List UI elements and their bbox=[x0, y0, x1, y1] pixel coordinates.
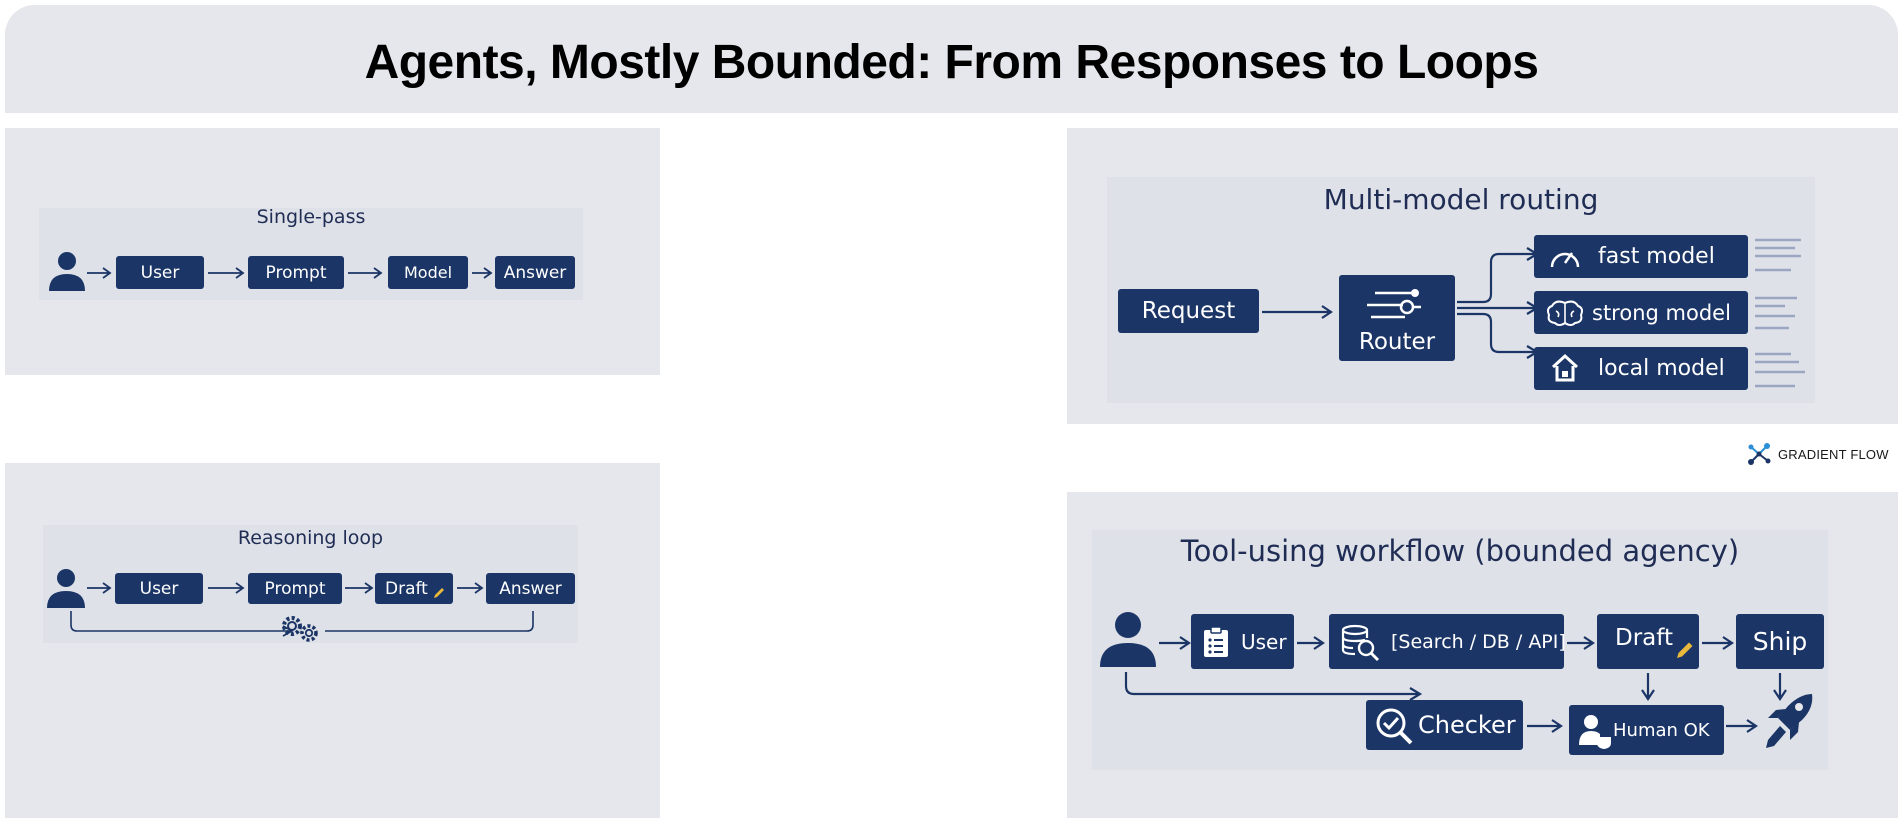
checker-label: Checker bbox=[1418, 711, 1516, 739]
local-model-box: local model bbox=[1534, 347, 1748, 390]
person-check-icon bbox=[1579, 715, 1611, 749]
database-search-icon bbox=[1341, 624, 1380, 662]
arrow-icon bbox=[208, 267, 245, 279]
tool-workflow-panel: Tool-using workflow (bounded agency) Use… bbox=[1067, 492, 1898, 818]
user-box: User bbox=[116, 256, 204, 289]
arrow-icon bbox=[1527, 719, 1563, 733]
user-person-icon bbox=[47, 569, 85, 608]
user-label: User bbox=[1241, 629, 1287, 654]
ship-box: Ship bbox=[1736, 614, 1824, 669]
arrow-icon bbox=[345, 582, 374, 594]
gradient-flow-logo-icon bbox=[1748, 443, 1771, 465]
arrow-icon bbox=[348, 267, 383, 279]
prompt-box: Prompt bbox=[248, 256, 344, 289]
tool-workflow-title: Tool-using workflow (bounded agency) bbox=[1180, 534, 1740, 568]
brand-logo: GRADIENT FLOW bbox=[1746, 441, 1889, 467]
rocket-icon bbox=[1766, 694, 1813, 748]
router-icon bbox=[1367, 289, 1421, 319]
router-box: Router bbox=[1339, 275, 1455, 361]
model-box: Model bbox=[388, 256, 468, 289]
local-model-label: local model bbox=[1598, 356, 1725, 381]
request-box: Request bbox=[1118, 289, 1259, 333]
house-icon bbox=[1551, 353, 1579, 382]
gap-center bbox=[660, 113, 1067, 818]
arrow-icon bbox=[1726, 719, 1758, 733]
strong-model-box: strong model bbox=[1534, 291, 1748, 334]
title-band: Agents, Mostly Bounded: From Responses t… bbox=[5, 5, 1898, 113]
arrow-icon bbox=[1159, 636, 1191, 650]
human-ok-label: Human OK bbox=[1613, 719, 1710, 741]
arrow-icon bbox=[457, 582, 484, 594]
search-db-api-box: [Search / DB / API] bbox=[1329, 614, 1566, 669]
arrow-icon bbox=[87, 267, 112, 279]
user-to-checker-line bbox=[1124, 672, 1423, 701]
brain-icon bbox=[1547, 300, 1583, 326]
reasoning-loop-panel: Reasoning loop User Prompt Draft Answer bbox=[5, 463, 660, 818]
routing-panel: Multi-model routing Request Router fast … bbox=[1067, 128, 1898, 424]
draft-label: Draft bbox=[1615, 624, 1673, 651]
speed-lines bbox=[1755, 238, 1805, 388]
answer-box: Answer bbox=[495, 256, 575, 289]
user-box: User bbox=[1191, 614, 1294, 669]
magnifier-check-icon bbox=[1376, 708, 1413, 745]
arrow-icon bbox=[87, 582, 112, 594]
fast-model-box: fast model bbox=[1534, 235, 1748, 278]
brand-name: GRADIENT FLOW bbox=[1778, 446, 1889, 462]
prompt-box: Prompt bbox=[248, 573, 342, 604]
arrow-icon bbox=[472, 267, 493, 279]
arrow-down-icon bbox=[1641, 673, 1655, 701]
user-person-icon bbox=[1100, 612, 1156, 667]
user-person-icon bbox=[49, 252, 85, 291]
answer-box: Answer bbox=[486, 573, 575, 604]
single-pass-title: Single-pass bbox=[256, 206, 366, 228]
human-ok-box: Human OK bbox=[1569, 705, 1724, 755]
arrow-icon bbox=[1567, 636, 1595, 650]
clipboard-icon bbox=[1204, 626, 1228, 657]
gap-right bbox=[1067, 424, 1898, 492]
arrow-icon bbox=[1262, 305, 1333, 319]
draft-box: Draft bbox=[1597, 614, 1699, 669]
draft-box: Draft bbox=[375, 573, 453, 604]
gap-left bbox=[5, 375, 660, 463]
router-label: Router bbox=[1358, 329, 1436, 355]
strong-model-label: strong model bbox=[1592, 300, 1731, 325]
speedometer-icon bbox=[1550, 252, 1580, 268]
reasoning-loop-title: Reasoning loop bbox=[237, 527, 384, 549]
slide-title: Agents, Mostly Bounded: From Responses t… bbox=[364, 36, 1539, 89]
draft-label: Draft bbox=[385, 578, 428, 599]
single-pass-panel: Single-pass User Prompt Model Answer bbox=[5, 128, 660, 375]
routing-title: Multi-model routing bbox=[1323, 183, 1599, 216]
pencil-icon bbox=[1677, 642, 1693, 658]
pencil-icon bbox=[433, 587, 444, 598]
arrow-icon bbox=[208, 582, 245, 594]
arrow-down-icon bbox=[1773, 673, 1787, 701]
fast-model-label: fast model bbox=[1598, 244, 1715, 269]
checker-box: Checker bbox=[1366, 700, 1523, 750]
arrow-icon bbox=[1297, 636, 1325, 650]
gears-icon bbox=[282, 616, 318, 642]
user-box: User bbox=[115, 573, 203, 604]
search-db-api-label: [Search / DB / API] bbox=[1391, 630, 1566, 653]
arrow-icon bbox=[1702, 636, 1734, 650]
